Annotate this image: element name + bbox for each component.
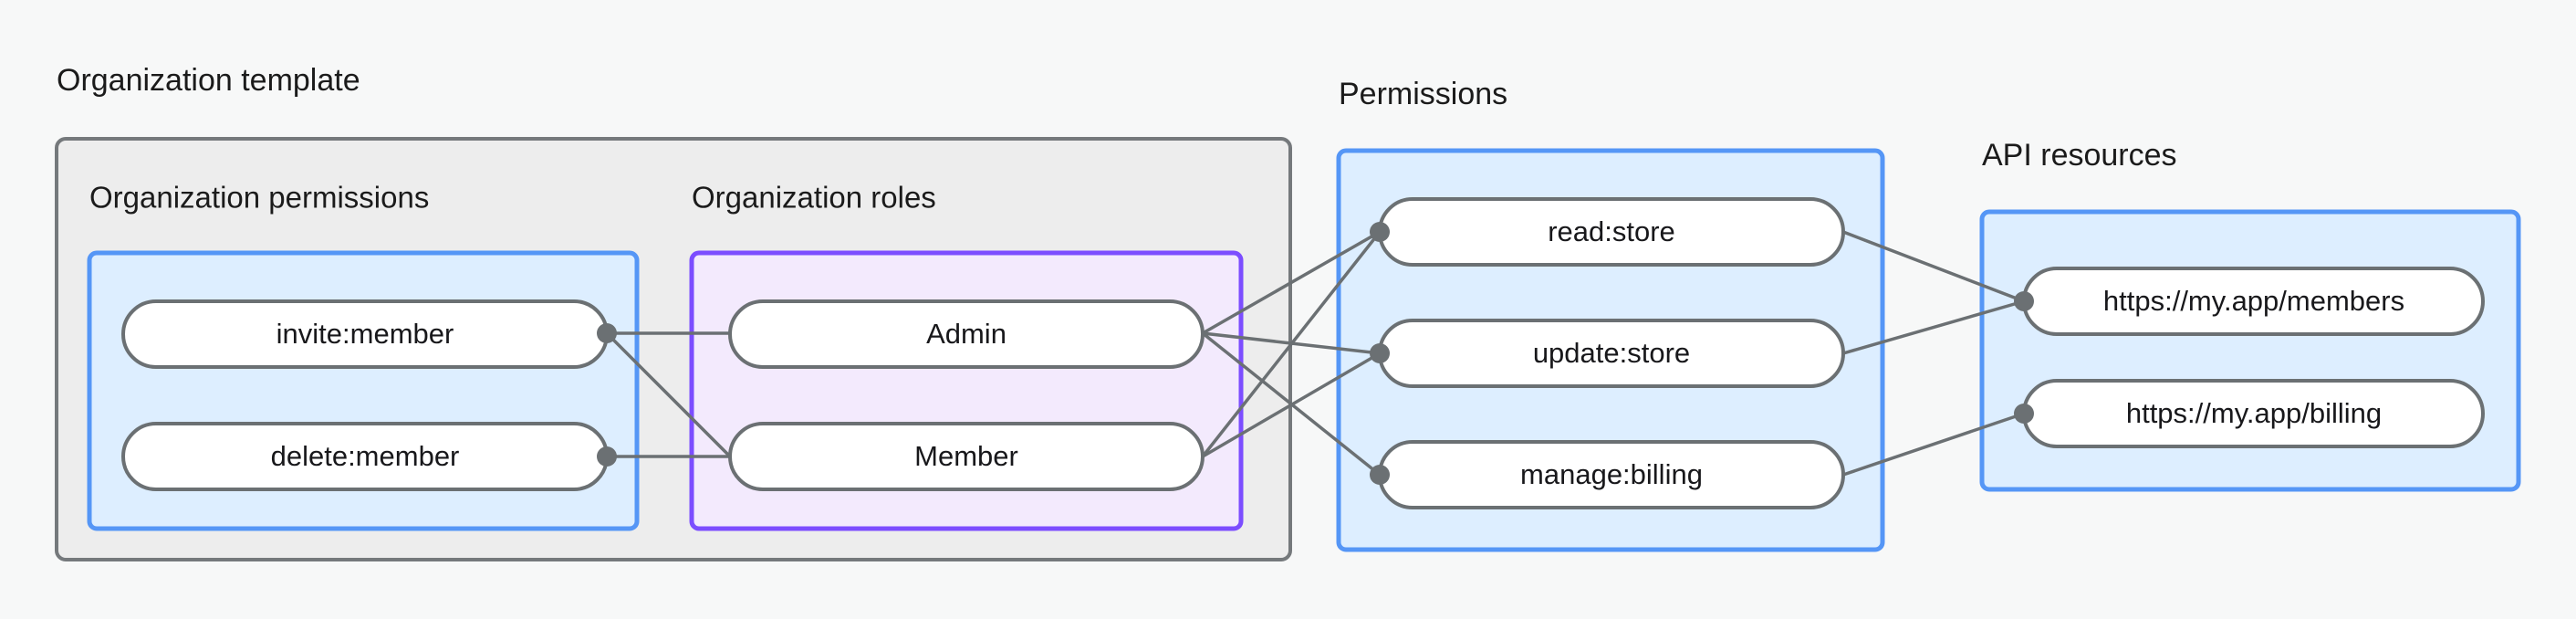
edge-manage-billing-to-billing-url xyxy=(1842,412,2025,477)
node-manage-billing[interactable]: manage:billing xyxy=(1378,440,1845,509)
connector-dot-read-store xyxy=(1370,222,1390,242)
node-admin-label: Admin xyxy=(926,318,1006,350)
node-member[interactable]: Member xyxy=(728,422,1205,491)
node-update-store-label: update:store xyxy=(1533,337,1690,369)
node-billing-url-label: https://my.app/billing xyxy=(2126,397,2382,429)
edge-admin-to-read-store xyxy=(1202,230,1381,335)
node-update-store[interactable]: update:store xyxy=(1378,319,1845,388)
edge-layer xyxy=(605,230,2025,477)
permissions-title: Permissions xyxy=(1339,77,1507,111)
edge-invite-member-to-member xyxy=(605,331,732,458)
node-manage-billing-label: manage:billing xyxy=(1520,458,1703,490)
node-delete-member[interactable]: delete:member xyxy=(121,422,609,491)
connector-dot-manage-billing xyxy=(1370,465,1390,485)
connector-dot-members-url xyxy=(2014,291,2034,311)
api-resources-title: API resources xyxy=(1982,138,2177,173)
organization-permissions-title: Organization permissions xyxy=(89,181,429,215)
node-members-url[interactable]: https://my.app/members xyxy=(2022,267,2485,336)
node-invite-member[interactable]: invite:member xyxy=(121,299,609,369)
organization-roles-title: Organization roles xyxy=(692,181,936,215)
node-member-label: Member xyxy=(914,440,1018,472)
node-member-shape[interactable] xyxy=(728,422,1205,491)
organization-template-title: Organization template xyxy=(57,63,360,98)
node-read-store[interactable]: read:store xyxy=(1378,197,1845,267)
node-members-url-label: https://my.app/members xyxy=(2103,285,2404,317)
edge-read-store-to-members-url xyxy=(1842,230,2025,303)
node-billing-url[interactable]: https://my.app/billing xyxy=(2022,379,2485,448)
node-invite-member-label: invite:member xyxy=(276,318,454,350)
connector-dot-billing-url xyxy=(2014,404,2034,424)
edge-member-to-update-store xyxy=(1202,351,1381,458)
connector-dot-delete-member xyxy=(597,446,617,467)
edge-member-to-read-store xyxy=(1201,230,1382,458)
edge-update-store-to-members-url xyxy=(1842,299,2025,355)
node-admin[interactable]: Admin xyxy=(728,299,1205,369)
connector-dot-layer xyxy=(597,222,2034,485)
node-read-store-label: read:store xyxy=(1548,215,1675,247)
connector-dot-invite-member xyxy=(597,323,617,343)
node-admin-shape[interactable] xyxy=(728,299,1205,369)
node-delete-member-label: delete:member xyxy=(271,440,460,472)
connector-dot-update-store xyxy=(1370,343,1390,363)
